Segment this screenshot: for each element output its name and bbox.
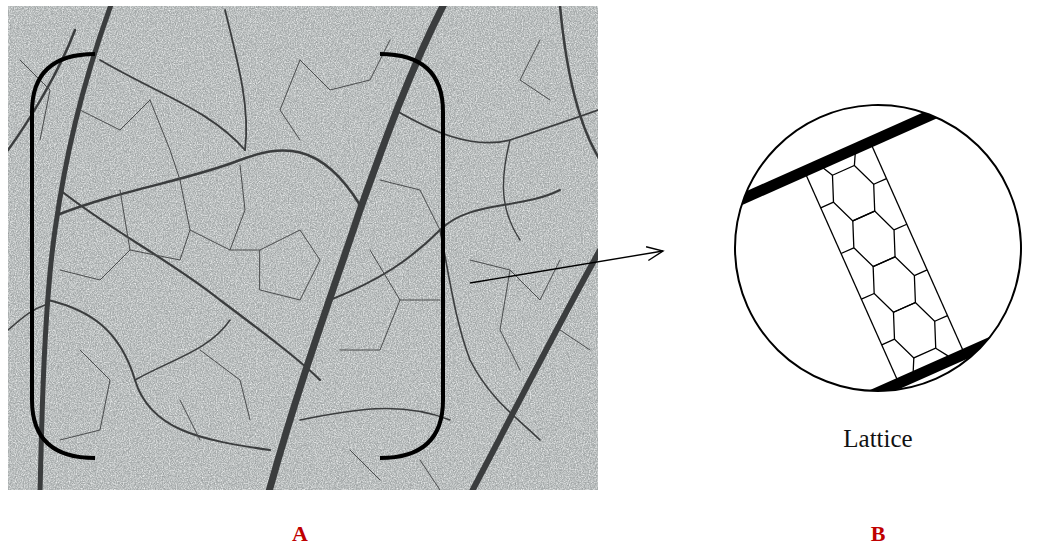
- lattice-magnified-view: [528, 0, 1047, 509]
- panel-letter: B: [871, 522, 886, 546]
- pointer-arrow: [470, 251, 663, 283]
- panel-letter: A: [292, 522, 308, 546]
- bracket: [380, 54, 443, 458]
- leaf-photo: [8, 6, 598, 490]
- figure-caption: Lattice: [843, 425, 912, 453]
- bracket: [32, 54, 95, 458]
